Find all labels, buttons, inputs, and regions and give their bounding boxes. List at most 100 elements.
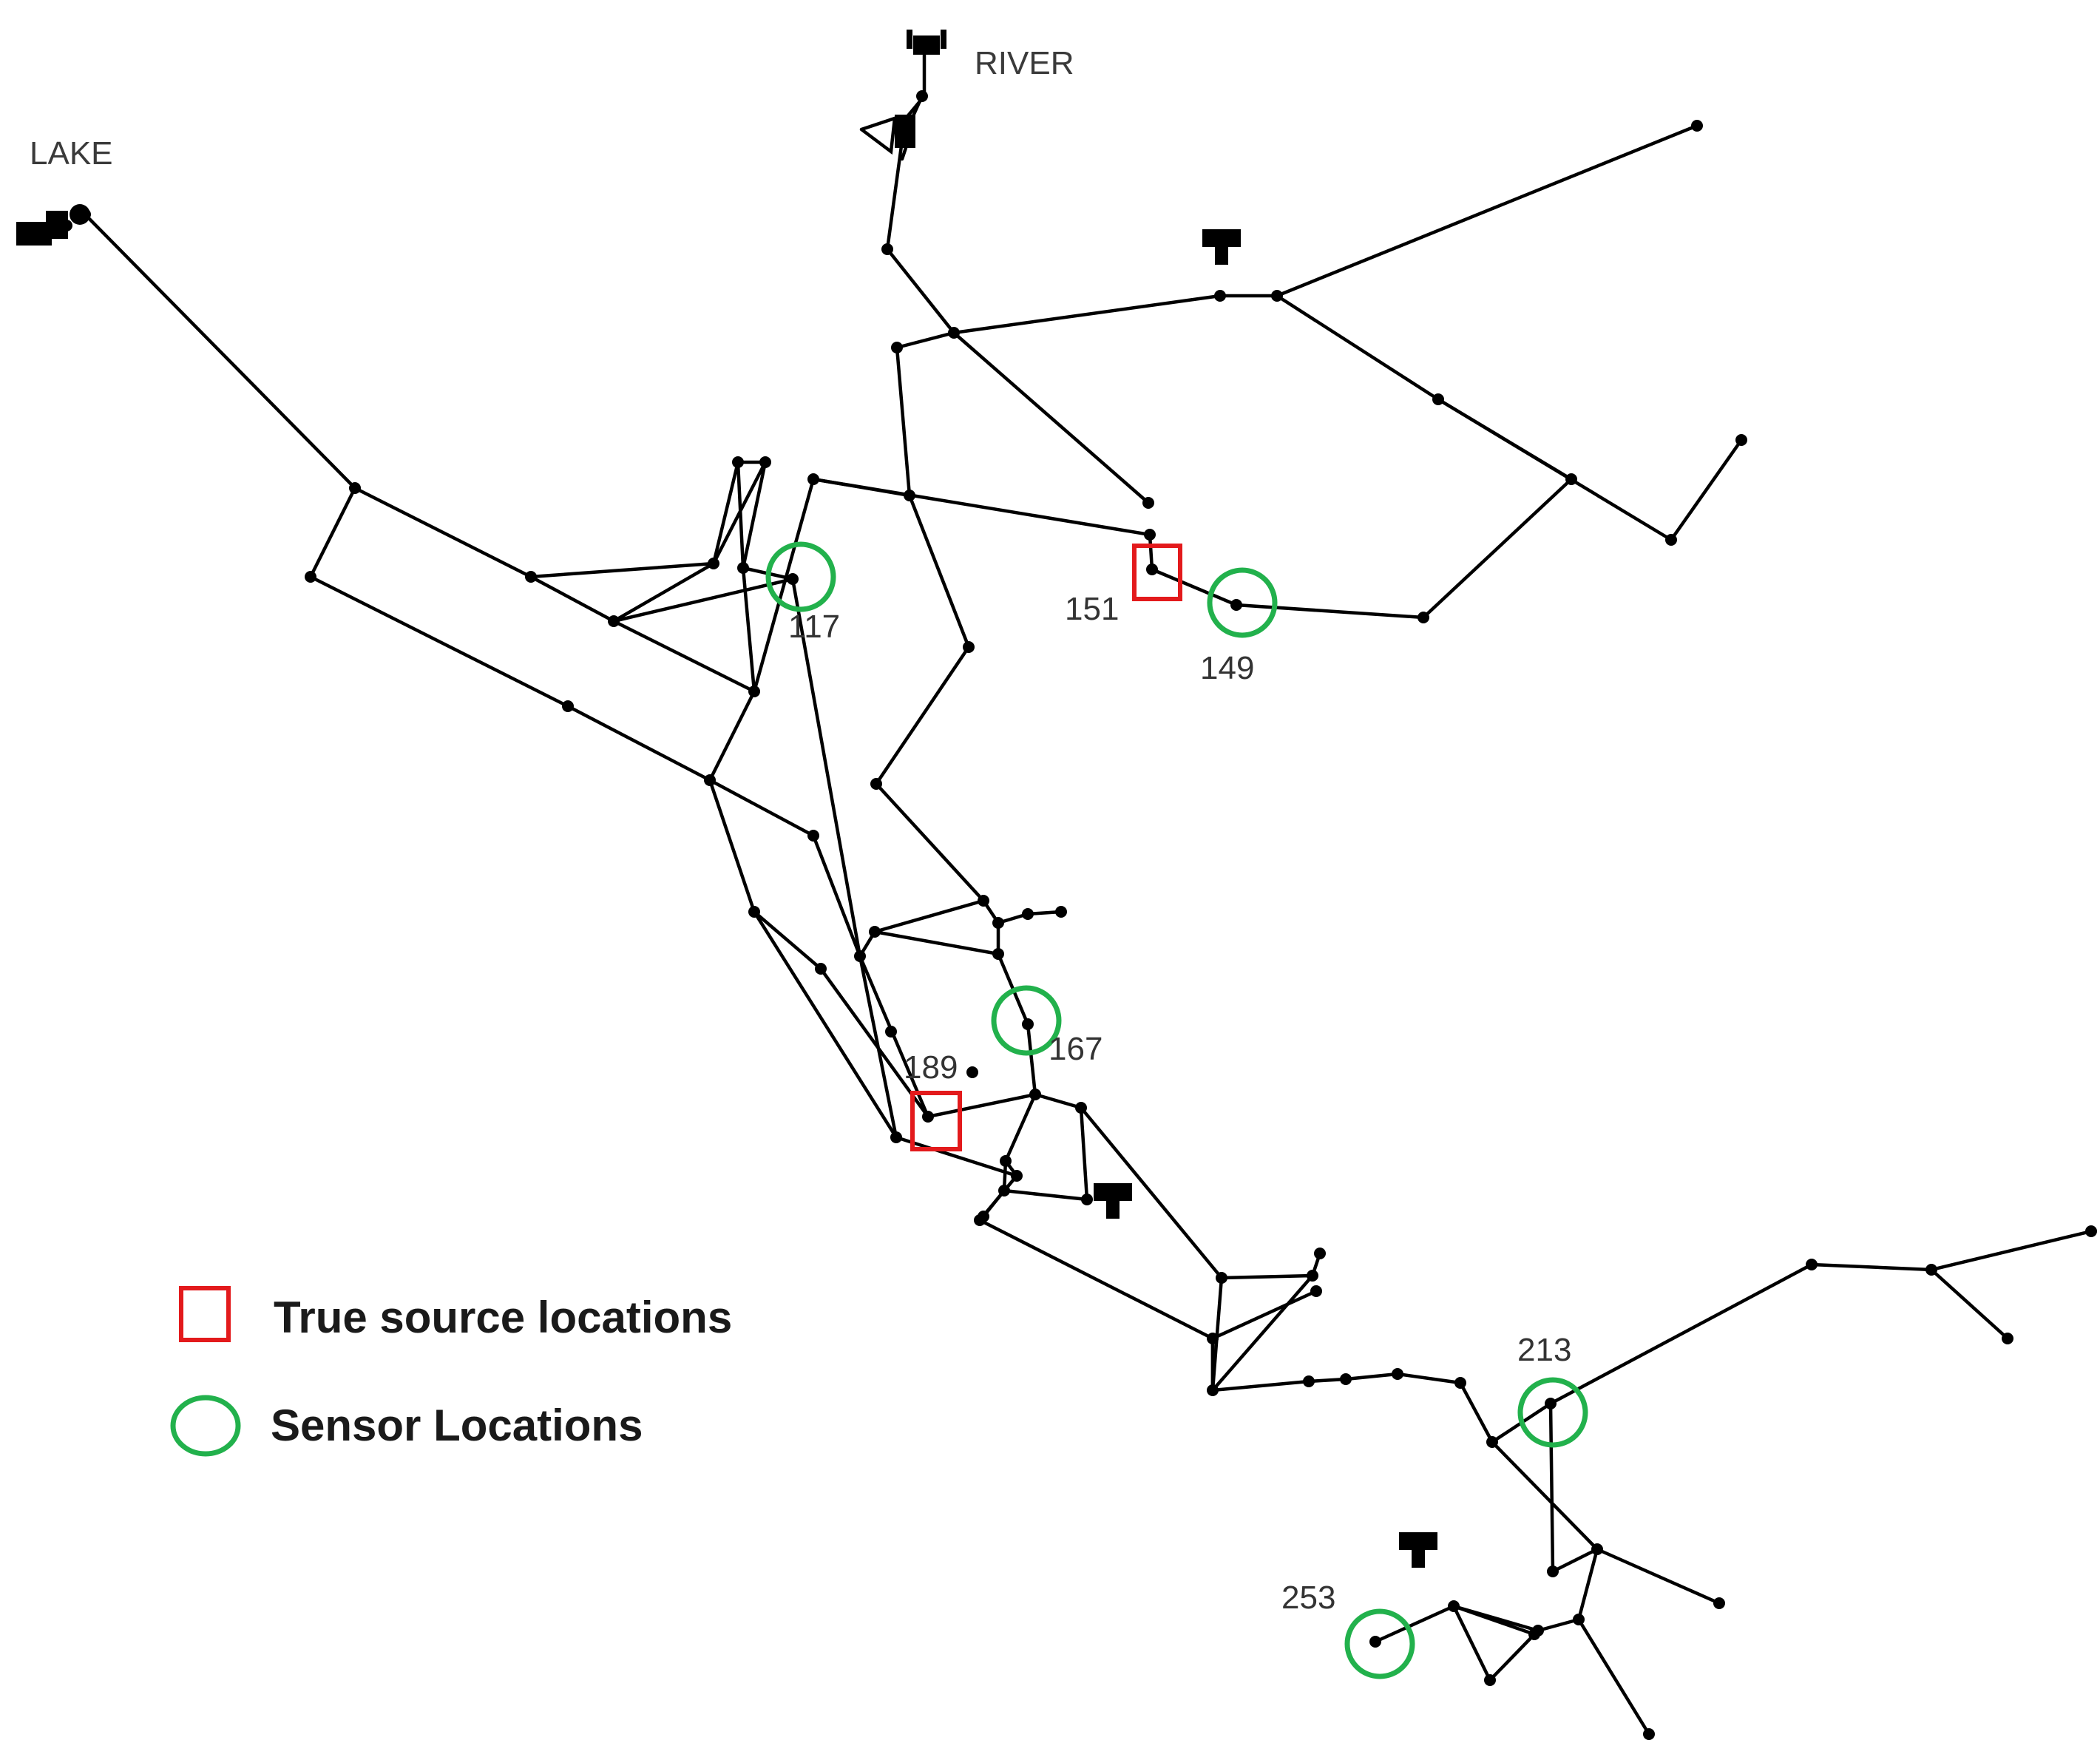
junction-node	[1691, 120, 1703, 132]
junction-node	[1314, 1248, 1326, 1259]
sensor-label-167: 167	[1049, 1031, 1102, 1067]
pipe-segment	[858, 954, 898, 1140]
pipe-segment	[1490, 1440, 1599, 1551]
pipe-segment	[711, 460, 740, 566]
pipe-segment	[1551, 1547, 1599, 1574]
pipe-segment	[1436, 397, 1574, 481]
pipe-segment	[1275, 123, 1699, 298]
junction-node	[1216, 1272, 1227, 1284]
junction-node	[1484, 1674, 1496, 1686]
junction-node	[1665, 534, 1677, 546]
legend-sensor-swatch	[170, 1395, 241, 1457]
junction-node	[992, 948, 1004, 960]
junction-node	[1448, 1600, 1460, 1612]
junction-node	[305, 571, 316, 583]
source-marker-151	[1132, 544, 1182, 601]
pipe-segment	[612, 561, 716, 623]
lake-label: LAKE	[30, 135, 113, 172]
junction-node	[1735, 434, 1747, 446]
junction-node	[1207, 1384, 1219, 1396]
pipe-segment	[1488, 1628, 1540, 1682]
pipe-segment	[790, 577, 862, 958]
source-label-151: 151	[1065, 591, 1119, 627]
sensor-ring-149	[1207, 567, 1278, 638]
pipe-segment	[873, 898, 986, 934]
pipe-segment	[1150, 567, 1239, 607]
sensor-ring-117	[765, 541, 836, 612]
junction-node	[732, 456, 744, 468]
pipe-segment	[1548, 1262, 1814, 1406]
legend: True source locations Sensor Locations	[170, 1286, 732, 1457]
junction-node	[998, 1185, 1010, 1197]
sensor-ring-167	[991, 985, 1062, 1056]
tanks	[16, 30, 1437, 1568]
junction-node	[2085, 1225, 2097, 1237]
junction-node	[1207, 1333, 1219, 1344]
pipe-segment	[1809, 1262, 1934, 1272]
junction-node	[1573, 1614, 1585, 1625]
junction-node	[807, 830, 819, 842]
pipe-segment	[1421, 477, 1574, 620]
legend-sensor-label: Sensor Locations	[271, 1401, 643, 1450]
pipe-segment	[1079, 1106, 1089, 1202]
junction-node	[608, 615, 620, 627]
junction-node	[1055, 906, 1067, 918]
junction-node	[1000, 1155, 1012, 1167]
junction-node	[1369, 1636, 1381, 1648]
junction-node	[1022, 908, 1034, 920]
junction-node	[1310, 1285, 1322, 1297]
pipe-segment	[736, 460, 745, 570]
river-label: RIVER	[975, 45, 1074, 81]
pipe-segment	[1026, 1022, 1037, 1097]
legend-source-label: True source locations	[274, 1293, 732, 1342]
tank-icon	[1399, 1532, 1437, 1568]
junction-node	[1806, 1259, 1818, 1270]
pipe-segment	[1219, 1273, 1315, 1280]
pipe-segment	[978, 1218, 1215, 1341]
pipe-segment	[952, 294, 1222, 335]
pipe-segment	[1452, 1604, 1492, 1682]
pipe-segment	[1536, 1617, 1581, 1633]
junction-node	[807, 473, 819, 485]
junction-node	[2002, 1333, 2013, 1344]
pipe-segment	[1344, 1372, 1400, 1381]
junction-node	[1591, 1543, 1603, 1555]
junction-node	[1146, 563, 1158, 575]
pipe-segment	[1234, 603, 1426, 620]
junction-node	[748, 686, 760, 697]
junction-node	[978, 895, 989, 907]
junction-node	[1713, 1597, 1725, 1609]
pipe-segment	[895, 345, 912, 498]
junction-node	[1643, 1728, 1655, 1740]
junction-node	[1528, 1628, 1540, 1640]
sensor-label-253: 253	[1281, 1580, 1335, 1616]
pipe-segment	[708, 778, 816, 838]
junction-node	[1565, 473, 1577, 485]
junction-node	[1547, 1566, 1559, 1577]
junction-node	[748, 906, 760, 918]
pipe-segment	[952, 331, 1151, 505]
pipe-segment	[612, 577, 795, 623]
pipe-segment	[1458, 1381, 1494, 1444]
sensor-label-213: 213	[1517, 1332, 1571, 1368]
pipe-segment	[885, 138, 904, 251]
pipe-segment	[752, 910, 898, 1140]
pipe-segment	[1079, 1106, 1224, 1280]
junction-node	[525, 571, 537, 583]
pipe-segment	[907, 493, 971, 649]
junction-node	[1230, 599, 1242, 611]
pipe-segment	[1595, 1547, 1721, 1605]
pipe-segment	[1452, 1604, 1537, 1637]
junction-node	[966, 1066, 978, 1078]
pipe-segment	[308, 575, 570, 708]
pipe-segment	[1576, 1547, 1599, 1622]
junction-node	[854, 950, 866, 962]
junction-node	[1011, 1170, 1023, 1182]
junction-node	[1081, 1194, 1093, 1205]
junction-node	[1418, 612, 1429, 623]
junction-node	[1454, 1377, 1466, 1389]
sensor-ring-253	[1344, 1608, 1415, 1679]
pipe-segment	[752, 910, 823, 971]
pipe-segment	[1548, 1401, 1555, 1574]
